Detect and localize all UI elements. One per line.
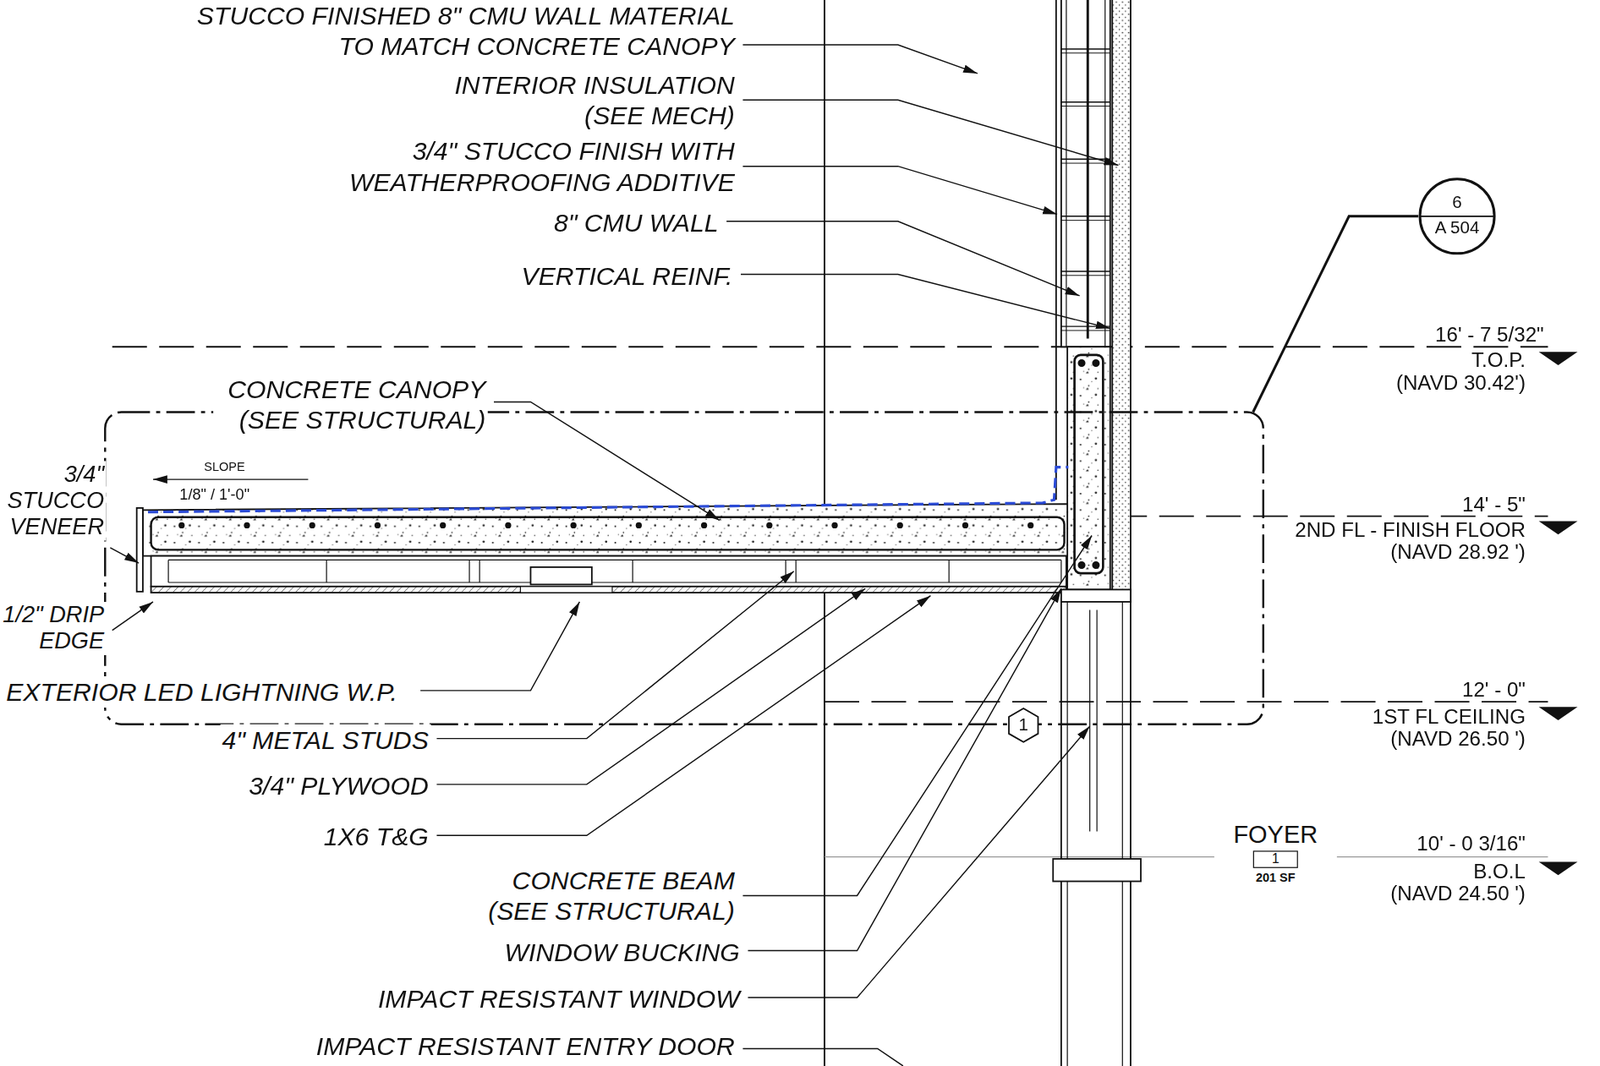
level-name: 2ND FL - FINISH FLOOR: [1293, 519, 1528, 541]
room-tag: FOYER1 201 SF: [1214, 820, 1337, 885]
material-callout: 3/4" STUCCO FINISH WITH WEATHERPROOFING …: [329, 135, 737, 197]
datum-elevation: (NAVD 24.50 '): [1388, 883, 1529, 905]
window-tag: 1: [1005, 706, 1042, 744]
room-number: 1: [1253, 850, 1299, 868]
material-callout: 1X6 T&G: [321, 821, 431, 852]
level-name: T.O.P.: [1469, 350, 1529, 372]
detail-callout: 6 A 504: [1418, 177, 1496, 256]
sheet-number: A 504: [1418, 218, 1496, 239]
datum-elevation: (NAVD 28.92 '): [1388, 542, 1529, 564]
slope-value: 1/8" / 1'-0": [177, 487, 253, 505]
material-callout: IMPACT RESISTANT WINDOW: [375, 983, 742, 1014]
callout-circle: [1418, 177, 1496, 256]
material-callout: EXTERIOR LED LIGHTNING W.P.: [4, 676, 400, 707]
room-area: 201 SF: [1255, 871, 1296, 886]
room-name: FOYER: [1232, 820, 1318, 849]
elevation-value: 14' - 5": [1460, 493, 1529, 516]
material-callout: VERTICAL REINF.: [519, 260, 735, 291]
material-callout: CONCRETE CANOPY (SEE STRUCTURAL): [213, 373, 488, 435]
tag-number: 1: [1005, 706, 1042, 744]
material-callout: 4" METAL STUDS: [219, 724, 431, 756]
detail-number: 6: [1418, 192, 1496, 214]
material-callout: 8" CMU WALL: [552, 207, 721, 238]
elevation-value: 12' - 0": [1460, 679, 1529, 702]
level-name: B.O.L: [1471, 860, 1529, 883]
material-callout: 1/2" DRIP EDGE: [0, 602, 106, 655]
datum-elevation: (NAVD 30.42'): [1393, 372, 1528, 394]
level-name: 1ST FL CEILING: [1369, 706, 1528, 728]
material-callout: WINDOW BUCKING: [502, 936, 742, 968]
slope-note: SLOPE: [202, 460, 247, 475]
material-callout: IMPACT RESISTANT ENTRY DOOR: [313, 1032, 737, 1061]
material-callout: 3/4" PLYWOOD: [246, 770, 431, 801]
material-callout: INTERIOR INSULATION (SEE MECH): [426, 69, 737, 131]
material-callout: STUCCO FINISHED 8" CMU WALL MATERIAL TO …: [176, 0, 737, 61]
elevation-value: 16' - 7 5/32": [1433, 324, 1546, 346]
elevation-value: 10' - 0 3/16": [1414, 833, 1528, 855]
datum-elevation: (NAVD 26.50 '): [1388, 728, 1529, 751]
material-callout: 3/4" STUCCO VENEER: [0, 460, 106, 541]
material-callout: CONCRETE BEAM (SEE STRUCTURAL): [472, 865, 738, 927]
